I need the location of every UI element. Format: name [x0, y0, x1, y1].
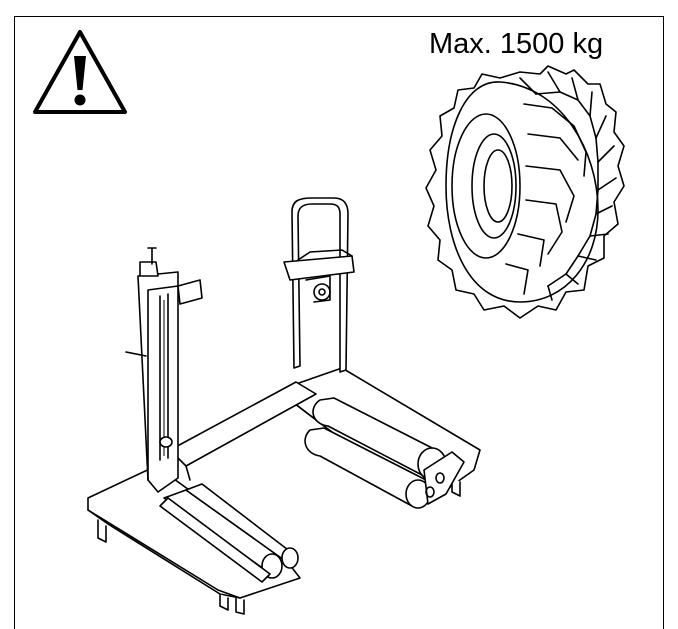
tire-roller-stand-illustration	[87, 197, 481, 615]
diagram-frame	[14, 16, 664, 629]
warning-triangle-icon	[33, 30, 127, 114]
tractor-tire-icon	[425, 65, 625, 319]
max-load-label: Max. 1500 kg	[429, 28, 604, 60]
